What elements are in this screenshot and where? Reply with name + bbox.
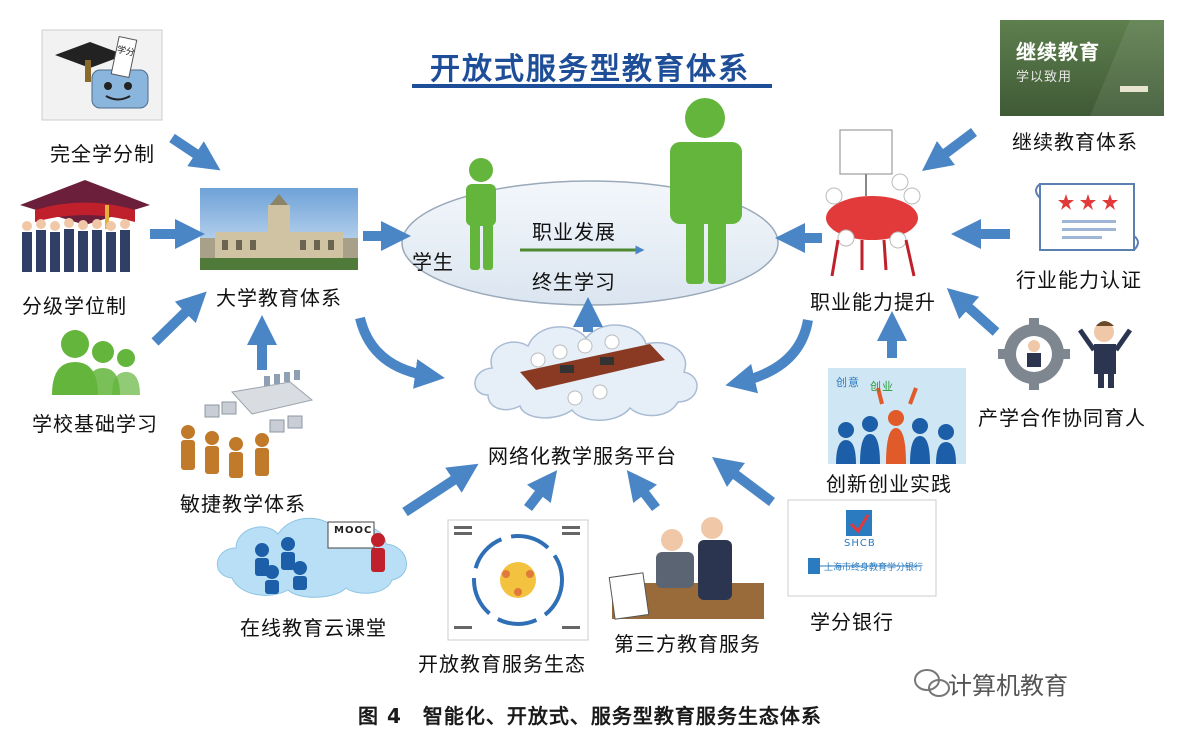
credit-bank-image (787, 499, 937, 597)
career-meeting-image (825, 129, 921, 277)
label-agile: 敏捷教学体系 (180, 492, 306, 516)
label-innovation: 创新创业实践 (826, 472, 952, 496)
graduate-figure-icon (670, 98, 742, 284)
label-career: 职业发展 (532, 220, 616, 244)
figure-caption: 图 4 智能化、开放式、服务型教育服务生态体系 (358, 704, 822, 728)
innovation-b: 创业 (870, 380, 894, 393)
wechat-icon (914, 669, 950, 697)
meeting-table-icon (520, 334, 665, 406)
industry-coop-image (998, 318, 1133, 390)
continuing-board-image (1000, 20, 1164, 116)
shcb-label: SHCB (844, 538, 876, 549)
degree-system-image (20, 180, 150, 272)
arrow-coop-to-career (946, 287, 1000, 336)
arrow-career-to-platform (725, 319, 813, 394)
label-lifelong: 终生学习 (532, 270, 616, 294)
watermark: 计算机教育 (948, 672, 1068, 700)
innovation-a: 创意 (836, 376, 860, 389)
arrow-bank-to-platform (712, 457, 775, 506)
third-party-image (608, 517, 764, 620)
innovation-image (828, 368, 966, 464)
flow-arrows (150, 128, 1010, 517)
label-continuing: 继续教育体系 (1012, 130, 1138, 154)
school-people-icon (52, 330, 140, 395)
label-credit-system: 完全学分制 (50, 142, 155, 166)
label-industry-coop: 产学合作协同育人 (978, 406, 1146, 430)
board-title: 继续教育 (1016, 40, 1100, 64)
label-school-basic: 学校基础学习 (32, 412, 158, 436)
mooc-label: MOOC (334, 525, 373, 536)
label-career-upgrade: 职业能力提升 (810, 290, 936, 314)
label-university: 大学教育体系 (216, 286, 342, 310)
credit-system-image (41, 29, 163, 121)
label-credit-bank: 学分银行 (810, 610, 894, 634)
label-industry-cert: 行业能力认证 (1016, 268, 1142, 292)
open-ecology-image (447, 519, 589, 641)
label-degree-system: 分级学位制 (22, 294, 127, 318)
label-online-cloud: 在线教育云课堂 (240, 616, 387, 640)
label-student: 学生 (412, 250, 454, 274)
label-open-ecology: 开放教育服务生态 (418, 652, 586, 676)
label-third-party: 第三方教育服务 (614, 632, 761, 656)
credit-bank-name: 上海市终身教育学分银行 (824, 563, 924, 573)
arrow-online-to-platform (402, 463, 479, 517)
arrow-cont-to-career (922, 128, 977, 171)
arrow-ecology-to-platform (524, 470, 558, 512)
student-figure-icon (466, 158, 496, 270)
diagram-title: 开放式服务型教育体系 (430, 52, 750, 87)
label-platform: 网络化教学服务平台 (488, 444, 677, 468)
arrow-credit-to-univ (169, 133, 221, 171)
arrow-univ-to-platform (355, 316, 445, 389)
board-subtitle: 学以致用 (1016, 70, 1073, 85)
agile-teaching-image (181, 370, 314, 478)
arrow-school-to-univ (151, 291, 207, 346)
certificate-image (1035, 183, 1139, 251)
online-cloud-image (216, 517, 407, 598)
title-underline (412, 84, 772, 88)
university-image (200, 188, 358, 270)
arrow-third-to-platform (626, 470, 660, 512)
